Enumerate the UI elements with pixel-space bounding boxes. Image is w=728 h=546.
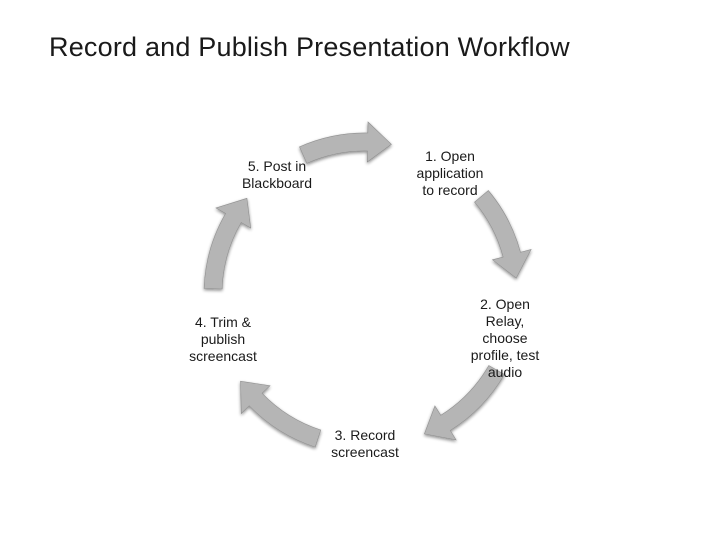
cycle-arrow-2 bbox=[474, 190, 532, 279]
step-4-label: 4. Trim & publish screencast bbox=[189, 314, 257, 364]
cycle-arrow-4 bbox=[240, 380, 322, 448]
step-1-label: 1. Open application to record bbox=[416, 148, 484, 198]
cycle-arrow-1 bbox=[299, 121, 392, 164]
cycle-arrows bbox=[203, 121, 532, 448]
step-2-label: 2. Open Relay, choose profile, test audi… bbox=[470, 296, 540, 380]
cycle-arrow-3 bbox=[423, 365, 505, 441]
page-title: Record and Publish Presentation Workflow bbox=[49, 32, 570, 62]
step-5-label: 5. Post in Blackboard bbox=[241, 158, 313, 191]
cycle-arrow-5 bbox=[203, 197, 252, 290]
step-3-label: 3. Record screencast bbox=[331, 427, 399, 460]
